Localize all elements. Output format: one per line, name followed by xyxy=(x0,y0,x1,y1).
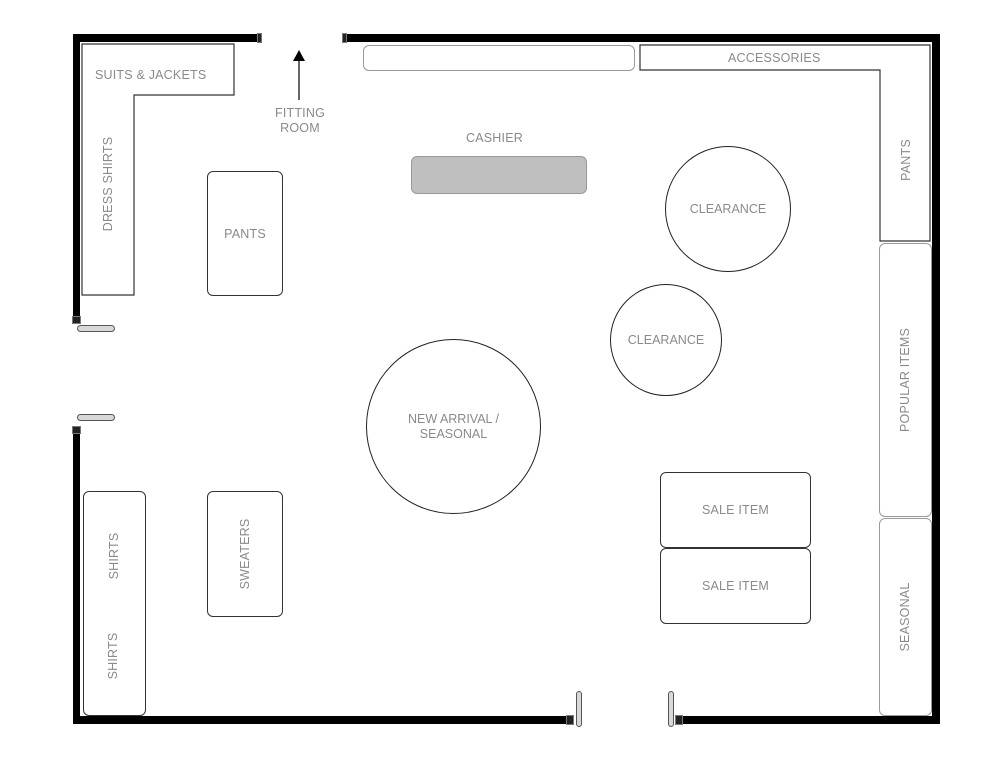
wall-cap xyxy=(675,715,683,725)
fitting-room-line1: FITTING xyxy=(274,106,325,120)
wall-cap xyxy=(342,33,347,43)
clearance-rack-1: CLEARANCE xyxy=(665,146,791,272)
wall-right xyxy=(932,34,940,724)
sale-item-fixture-2: SALE ITEM xyxy=(660,548,811,624)
pants-left-fixture: PANTS xyxy=(207,171,283,296)
popular-items-fixture xyxy=(879,243,932,517)
suits-jackets-label: SUITS & JACKETS xyxy=(95,68,207,82)
wall-cap xyxy=(72,316,81,324)
accessories-pants-fixture xyxy=(639,44,931,242)
wall-cap xyxy=(257,33,262,43)
sweaters-fixture xyxy=(207,491,283,617)
wall-top-left xyxy=(73,34,262,42)
clearance-1-label: CLEARANCE xyxy=(689,201,767,216)
accessories-label: ACCESSORIES xyxy=(728,51,821,65)
shirts-1-label: SHIRTS xyxy=(107,532,121,580)
cashier-counter xyxy=(411,156,587,194)
shirts-fixture xyxy=(83,491,146,716)
door-left-upper xyxy=(77,325,115,332)
new-arrival-line2: SEASONAL xyxy=(419,426,488,441)
top-shelf xyxy=(363,45,635,71)
wall-cap xyxy=(566,715,574,725)
pants-right-label: PANTS xyxy=(899,139,913,181)
wall-left-lower xyxy=(73,426,80,724)
pants-left-label: PANTS xyxy=(224,226,266,241)
fitting-room-label: FITTING ROOM xyxy=(270,106,330,136)
clearance-rack-2: CLEARANCE xyxy=(610,284,722,396)
sale-item-2-label: SALE ITEM xyxy=(701,579,770,593)
door-bottom-right xyxy=(668,691,674,727)
new-arrival-label: NEW ARRIVAL / SEASONAL xyxy=(408,412,499,442)
cashier-label: CASHIER xyxy=(466,131,523,145)
wall-left-upper xyxy=(73,34,80,324)
sweaters-label: SWEATERS xyxy=(238,518,252,590)
new-arrival-line1: NEW ARRIVAL / xyxy=(408,411,499,426)
seasonal-label: SEASONAL xyxy=(898,582,912,652)
seasonal-fixture xyxy=(879,518,932,716)
door-bottom-left xyxy=(576,691,582,727)
wall-cap xyxy=(72,426,81,434)
dress-shirts-label: DRESS SHIRTS xyxy=(101,136,115,232)
wall-top-right xyxy=(342,34,940,42)
sale-item-1-label: SALE ITEM xyxy=(701,503,770,517)
door-left-lower xyxy=(77,414,115,421)
shirts-2-label: SHIRTS xyxy=(106,632,120,680)
arrow-up-icon xyxy=(293,50,305,100)
new-arrival-rack: NEW ARRIVAL / SEASONAL xyxy=(366,339,541,514)
suits-dress-shirts-fixture xyxy=(81,43,235,296)
popular-items-label: POPULAR ITEMS xyxy=(898,327,912,433)
sale-item-fixture-1: SALE ITEM xyxy=(660,472,811,548)
fitting-room-line2: ROOM xyxy=(280,121,320,135)
wall-bottom-left xyxy=(73,716,573,724)
clearance-2-label: CLEARANCE xyxy=(627,332,705,347)
wall-bottom-right xyxy=(675,716,940,724)
